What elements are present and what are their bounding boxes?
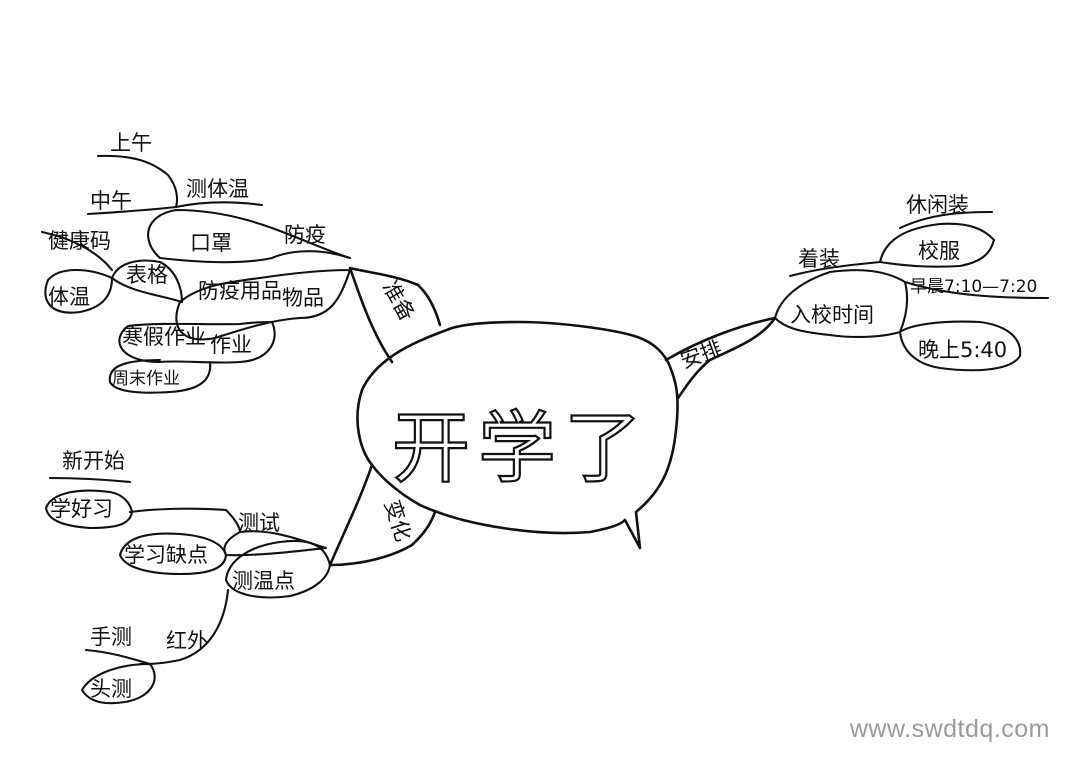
change-label: 变化 (380, 497, 416, 544)
homework-node (118, 320, 276, 364)
temp-line (174, 201, 264, 209)
center-bubble (356, 320, 679, 550)
casual-line (898, 210, 994, 230)
weekend-homework-node (108, 358, 212, 394)
supplies-label: 防疫用品 (198, 279, 282, 303)
am-line (96, 154, 179, 209)
items-node (175, 268, 352, 341)
infrared-label: 红外 (166, 629, 208, 653)
evening-label: 晚上5:40 (918, 338, 1007, 362)
forehead-node (80, 662, 156, 705)
new-start-label: 新开始 (62, 449, 125, 473)
new-start-line (48, 476, 132, 484)
dress-line (788, 260, 882, 278)
temp-point-label: 测温点 (232, 569, 295, 593)
mask-label: 口罩 (190, 231, 232, 255)
body-temp-node (44, 269, 114, 314)
study-well-node (44, 489, 134, 530)
manual-label: 手测 (90, 625, 132, 649)
dress-label: 着装 (798, 247, 840, 271)
morning-line (903, 280, 1050, 300)
test-label: 测试 (238, 511, 280, 535)
health-code-line (40, 230, 114, 272)
items-label: 物品 (282, 286, 324, 310)
weakness-node (118, 532, 228, 576)
health-code-label: 健康码 (48, 229, 111, 253)
morning-label: 早晨7:10—7:20 (910, 277, 1037, 297)
test-node (223, 530, 328, 557)
pm-label: 中午 (90, 189, 132, 213)
manual-line (84, 648, 152, 666)
arrange-branch (664, 316, 777, 400)
epidemic-label: 防疫 (284, 223, 326, 247)
weakness-label: 学习缺点 (124, 543, 208, 567)
form-label: 表格 (126, 263, 168, 287)
center-title: 开学了 (392, 404, 650, 494)
watermark-text: www.swdtdq.com (849, 715, 1050, 743)
prepare-branch (348, 266, 442, 364)
body-temp-label: 体温 (48, 285, 90, 309)
am-label: 上午 (110, 131, 152, 155)
homework-label: 作业 (210, 333, 252, 357)
entry-time-label: 入校时间 (790, 303, 874, 327)
epidemic-node (147, 208, 352, 264)
evening-node (898, 320, 1022, 372)
delay-line (128, 507, 242, 534)
entry-time-node (773, 269, 909, 339)
study-well-label: 学好习 (50, 497, 113, 521)
pm-line (86, 205, 178, 216)
form-node (110, 259, 184, 304)
weekend-homework-label: 周末作业 (112, 369, 180, 389)
change-branch (328, 463, 437, 567)
forehead-label: 头测 (90, 677, 132, 701)
uniform-node (878, 222, 996, 268)
temp-label: 测体温 (186, 177, 249, 201)
uniform-label: 校服 (918, 239, 960, 263)
casual-label: 休闲装 (906, 193, 969, 217)
winter-homework-label: 寒假作业 (122, 325, 206, 349)
